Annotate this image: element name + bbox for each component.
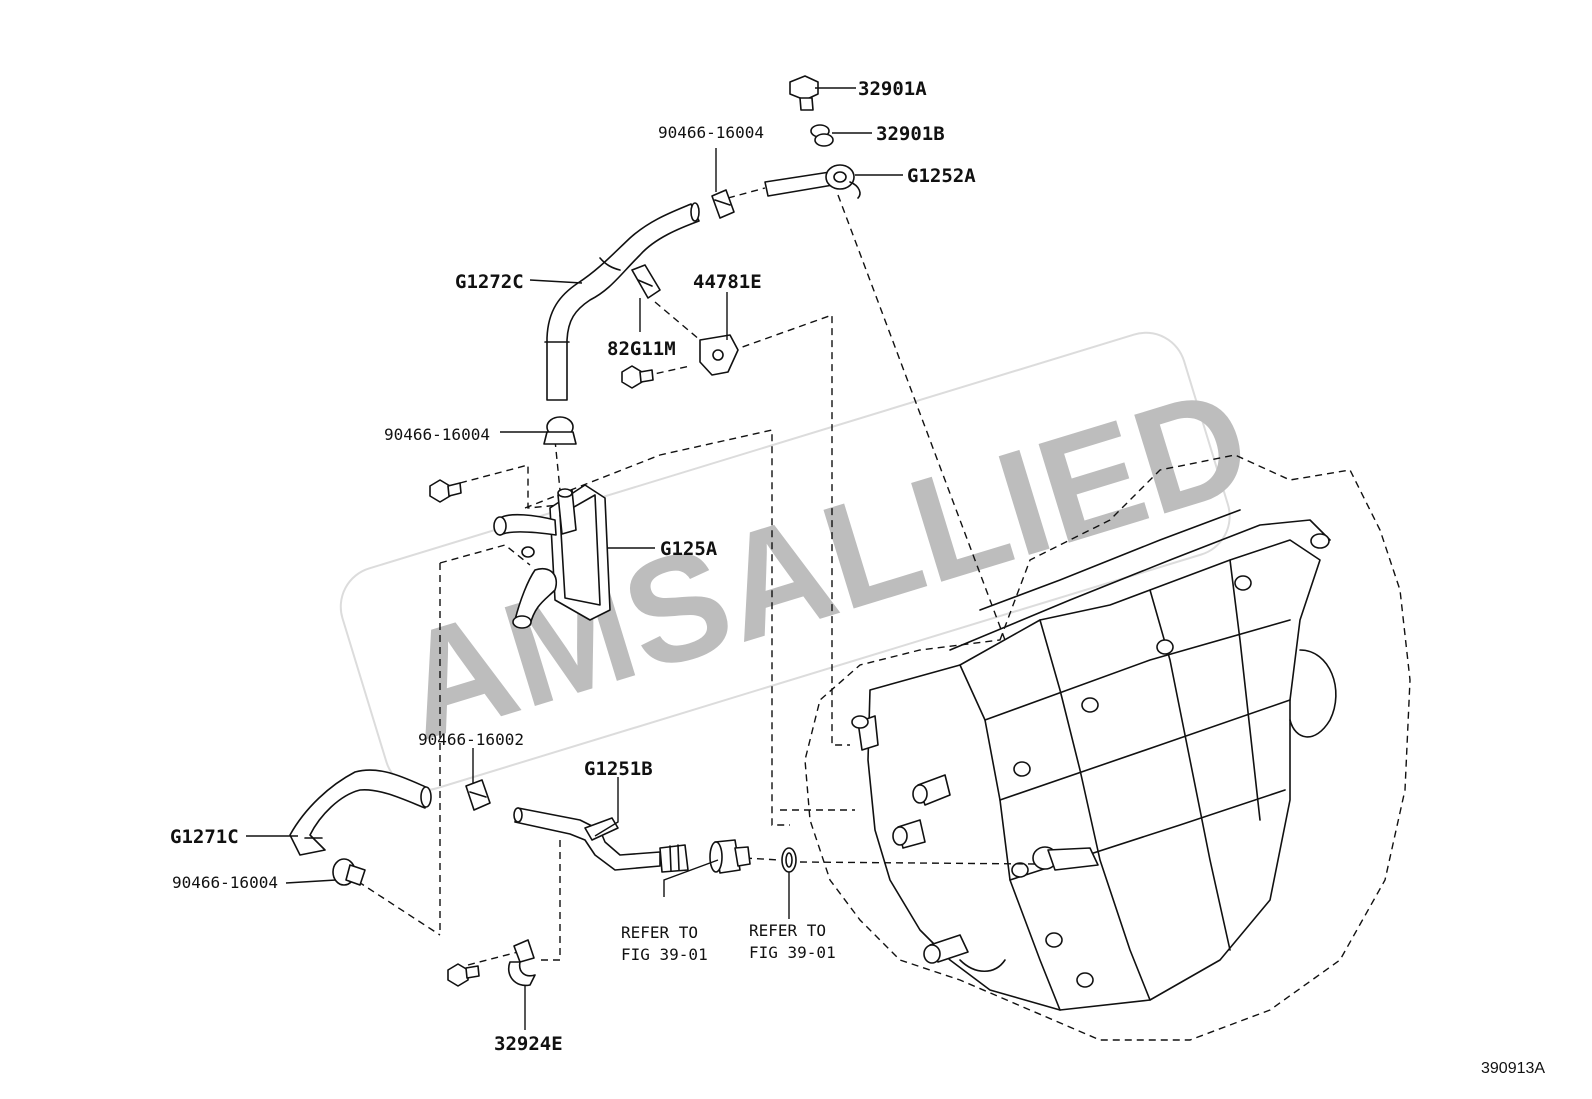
reference-notes: REFER TO FIG 39-01 REFER TO FIG 39-01 bbox=[621, 921, 836, 964]
figure-number: 390913A bbox=[1481, 1060, 1545, 1077]
watermark-text: AMSALLIED bbox=[382, 355, 1268, 771]
label-90466-16004-low[interactable]: 90466-16004 bbox=[172, 873, 278, 892]
ref-right-line2: FIG 39-01 bbox=[749, 943, 836, 962]
label-G1252A[interactable]: G1252A bbox=[907, 165, 976, 187]
clamp-90466-16004-mid[interactable] bbox=[543, 416, 577, 445]
ref-left-line1: REFER TO bbox=[621, 923, 698, 942]
bracket-44781E[interactable] bbox=[699, 334, 739, 376]
label-32901A[interactable]: 32901A bbox=[858, 78, 927, 100]
label-G125A[interactable]: G125A bbox=[660, 538, 718, 560]
gasket-ring[interactable] bbox=[781, 847, 797, 873]
label-90466-16004-top[interactable]: 90466-16004 bbox=[658, 123, 764, 142]
label-G1271C[interactable]: G1271C bbox=[170, 826, 239, 848]
clamp-90466-16002[interactable] bbox=[465, 779, 491, 811]
clamp-90466-16004-low[interactable] bbox=[332, 858, 366, 886]
ref-left-line2: FIG 39-01 bbox=[621, 945, 708, 964]
pipe-G1251B[interactable] bbox=[513, 807, 689, 873]
label-32901B[interactable]: 32901B bbox=[876, 123, 945, 145]
label-44781E[interactable]: 44781E bbox=[693, 271, 762, 293]
label-90466-16004-mid[interactable]: 90466-16004 bbox=[384, 425, 490, 444]
assembly-dashed-lines bbox=[347, 187, 1036, 966]
clamp-32924E[interactable] bbox=[508, 939, 536, 987]
gasket-32901B[interactable] bbox=[810, 124, 834, 147]
bolt-44781E[interactable] bbox=[621, 365, 654, 389]
label-G1251B[interactable]: G1251B bbox=[584, 758, 653, 780]
label-32924E[interactable]: 32924E bbox=[494, 1033, 563, 1055]
bolt-lower[interactable] bbox=[447, 963, 480, 987]
clamp-90466-16004-top[interactable] bbox=[711, 189, 735, 219]
hose-G1272C[interactable] bbox=[544, 202, 700, 401]
bracket-82G11M[interactable] bbox=[631, 264, 661, 299]
watermark: AMSALLIED bbox=[339, 331, 1268, 792]
union-fitting[interactable] bbox=[709, 839, 751, 874]
ref-right-line1: REFER TO bbox=[749, 921, 826, 940]
part-labels: 32901A 32901B G1252A 90466-16004 G1272C … bbox=[170, 78, 976, 1055]
union-pipe-G1252A[interactable] bbox=[764, 164, 861, 199]
label-G1272C[interactable]: G1272C bbox=[455, 271, 524, 293]
case-bolts bbox=[1011, 533, 1330, 988]
hose-G1271C[interactable] bbox=[289, 769, 432, 856]
bolt-cooler-upper[interactable] bbox=[429, 479, 462, 503]
transmission-case bbox=[804, 454, 1411, 1041]
case-pipe-stubs bbox=[851, 715, 1099, 973]
label-90466-16002[interactable]: 90466-16002 bbox=[418, 730, 524, 749]
bolt-32901A[interactable] bbox=[789, 75, 819, 111]
leader-lines bbox=[246, 87, 903, 1030]
oil-cooler-G125A[interactable] bbox=[493, 484, 611, 629]
label-82G11M[interactable]: 82G11M bbox=[607, 338, 676, 360]
